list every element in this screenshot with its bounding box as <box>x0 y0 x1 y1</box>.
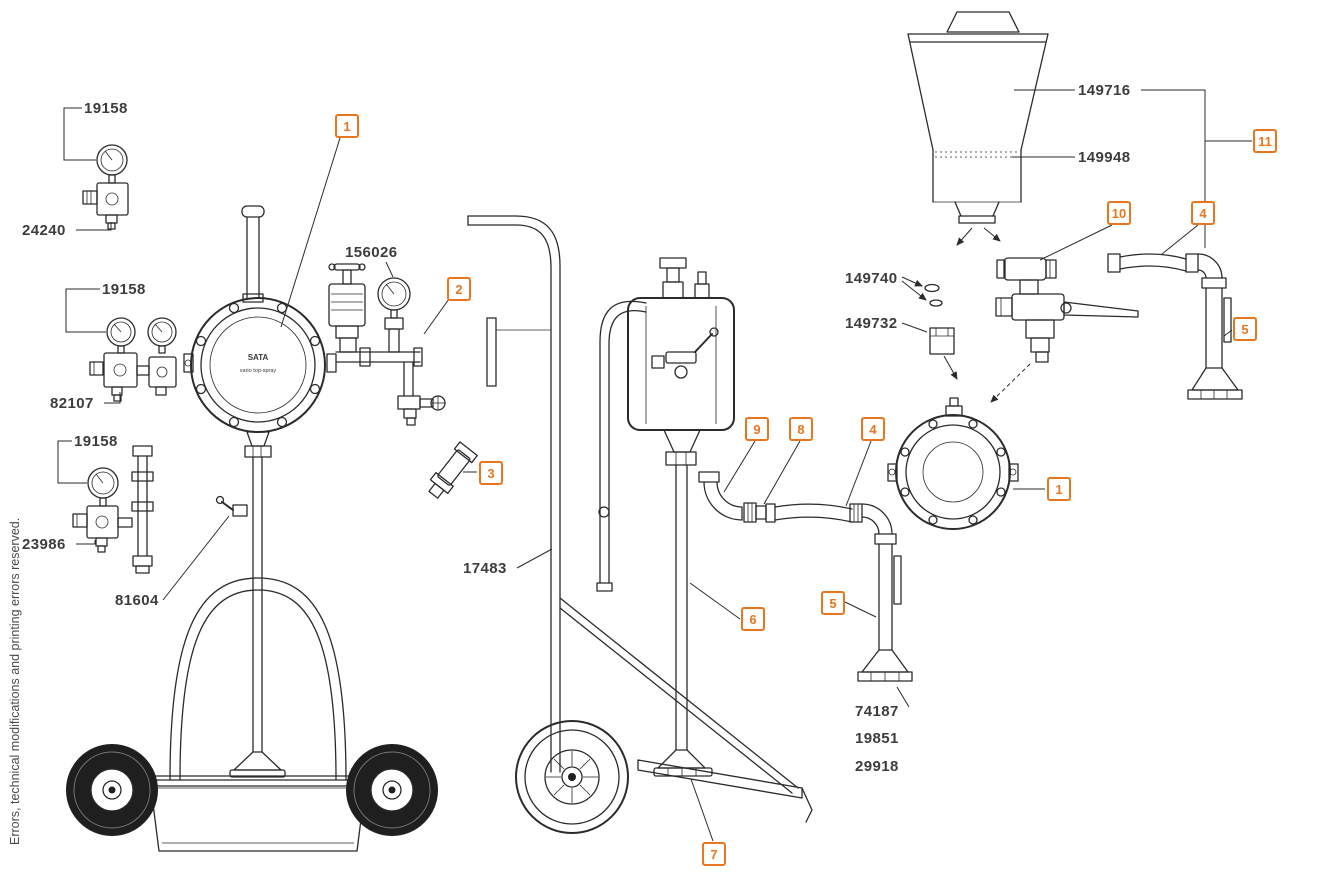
left-leader-lines <box>57 107 477 601</box>
part-label-seal-set: 149740 <box>845 270 898 287</box>
right-exploded-assembly <box>887 11 1252 530</box>
callout-5-right: 5 <box>1233 317 1257 341</box>
pump-left: SATA vario top-spray <box>183 205 337 778</box>
seal-parts <box>924 283 943 307</box>
adapter-bushing <box>929 327 955 355</box>
part-label-gauge-low: 19158 <box>74 433 118 450</box>
callout-5-middle: 5 <box>821 591 845 615</box>
callout-11: 11 <box>1253 129 1277 153</box>
part-label-regulator-mid: 82107 <box>50 395 94 412</box>
part-label-gauge-top: 19158 <box>84 100 128 117</box>
part-label-suction-foot-b: 19851 <box>855 730 899 747</box>
part-label-regulator-top: 24240 <box>22 222 66 239</box>
pump-model-text: vario top-spray <box>240 368 277 374</box>
pressure-regulator-drawing <box>328 263 446 426</box>
pump-middle <box>627 257 735 777</box>
callout-3: 3 <box>479 461 503 485</box>
trolley-wheel <box>515 720 629 834</box>
part-label-hopper-sieve: 149948 <box>1078 149 1131 166</box>
callout-7: 7 <box>702 842 726 866</box>
part-label-drain-valve: 81604 <box>115 592 159 609</box>
cart-wheel-right <box>346 744 438 836</box>
part-label-regulator-low: 23986 <box>22 536 66 553</box>
cart-wheel-left <box>66 744 158 836</box>
part-label-gauge-mid: 19158 <box>102 281 146 298</box>
air-regulator-bottom <box>72 445 154 574</box>
middle-trolley-assembly <box>467 215 913 842</box>
callout-4-right: 4 <box>1191 201 1215 225</box>
callout-1-right: 1 <box>1047 477 1071 501</box>
part-label-hopper: 149716 <box>1078 82 1131 99</box>
material-hose-middle <box>765 503 863 523</box>
suction-pipe-right <box>1187 253 1243 400</box>
legal-footnote: Errors, technical modifications and prin… <box>8 517 22 845</box>
part-label-suction-foot-a: 74187 <box>855 703 899 720</box>
right-leader-lines <box>901 89 1252 490</box>
callout-10: 10 <box>1107 201 1131 225</box>
air-regulator-double <box>89 317 177 402</box>
part-label-pressure-regulator: 156026 <box>345 244 398 261</box>
callout-1-left: 1 <box>335 114 359 138</box>
hose-coupling <box>743 502 767 523</box>
drain-valve-drawing <box>215 495 248 517</box>
material-valve <box>995 257 1139 363</box>
frame-hose <box>596 300 647 592</box>
angled-fitting <box>428 441 478 499</box>
hopper <box>907 11 1049 224</box>
callout-6: 6 <box>741 607 765 631</box>
part-label-adapter: 149732 <box>845 315 898 332</box>
pump-right <box>887 397 1019 530</box>
callout-8: 8 <box>789 417 813 441</box>
air-regulator-top <box>82 144 129 230</box>
pump-brand-text: SATA <box>248 353 269 362</box>
part-label-suction-foot-c: 29918 <box>855 758 899 775</box>
material-hose-right <box>1107 253 1199 273</box>
part-label-hand-truck: 17483 <box>463 560 507 577</box>
left-cart-assembly: SATA vario top-spray <box>57 107 478 852</box>
outlet-elbow <box>698 471 743 521</box>
callout-4-middle: 4 <box>861 417 885 441</box>
callout-2: 2 <box>447 277 471 301</box>
suction-pipe-middle <box>857 503 913 682</box>
callout-9: 9 <box>745 417 769 441</box>
middle-leader-lines <box>516 440 910 842</box>
